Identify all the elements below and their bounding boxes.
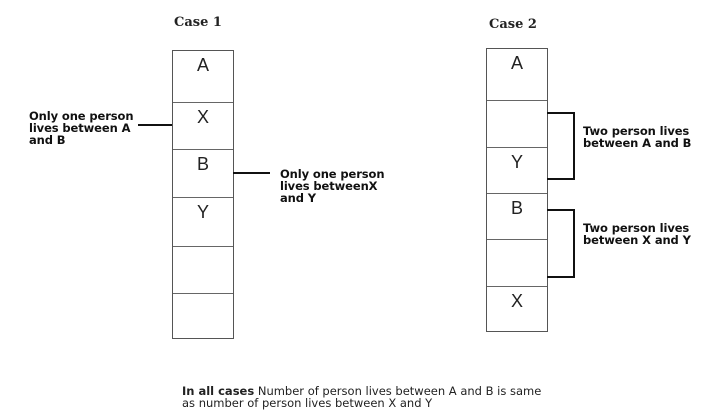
note-line: and B — [29, 133, 66, 147]
case2-cell-1: A — [510, 53, 523, 73]
note-line: Only one person — [280, 167, 385, 181]
footer-line2: as number of person lives between X and … — [182, 396, 433, 410]
case1-note-xy: Only one person lives betweenX and Y — [280, 167, 385, 205]
case2-column: A Y B X — [486, 48, 548, 332]
case2-bracket-xy — [547, 209, 575, 278]
case2-cell-3: Y — [487, 147, 547, 193]
note-line: Two person lives — [583, 221, 690, 235]
case1-cell-5 — [173, 246, 233, 293]
note-line: and Y — [280, 191, 317, 205]
case2-cell-4: B — [487, 193, 547, 239]
case2-note-xy: Two person lives between X and Y — [583, 222, 691, 246]
case1-cell-6 — [173, 293, 233, 339]
note-line: lives betweenX — [280, 179, 378, 193]
case1-column: A X B Y — [172, 50, 234, 339]
case1-cell-3: B — [173, 149, 233, 197]
case1-title: Case 1 — [174, 15, 222, 30]
case2-title: Case 2 — [489, 17, 537, 32]
case1-cell-1: A — [196, 55, 209, 75]
note-line: Only one person — [29, 109, 134, 123]
case1-connector-xy — [233, 172, 270, 174]
note-line: lives between A — [29, 121, 131, 135]
note-line: between A and B — [583, 136, 692, 150]
case2-bracket-ab — [547, 112, 575, 180]
footer-note: In all cases Number of person lives betw… — [182, 385, 541, 409]
note-line: Two person lives — [583, 124, 690, 138]
footer-line1: Number of person lives between A and B i… — [254, 384, 542, 398]
case1-cell-2: X — [173, 102, 233, 149]
case2-cell-2 — [487, 100, 547, 147]
case1-note-ab: Only one person lives between A and B — [29, 109, 134, 147]
note-line: between X and Y — [583, 233, 691, 247]
case2-note-ab: Two person lives between A and B — [583, 125, 691, 149]
case2-cell-5 — [487, 239, 547, 286]
footer-bold: In all cases — [182, 384, 255, 398]
case2-cell-6: X — [487, 286, 547, 332]
case1-cell-4: Y — [173, 197, 233, 246]
case1-connector-ab — [138, 124, 172, 126]
